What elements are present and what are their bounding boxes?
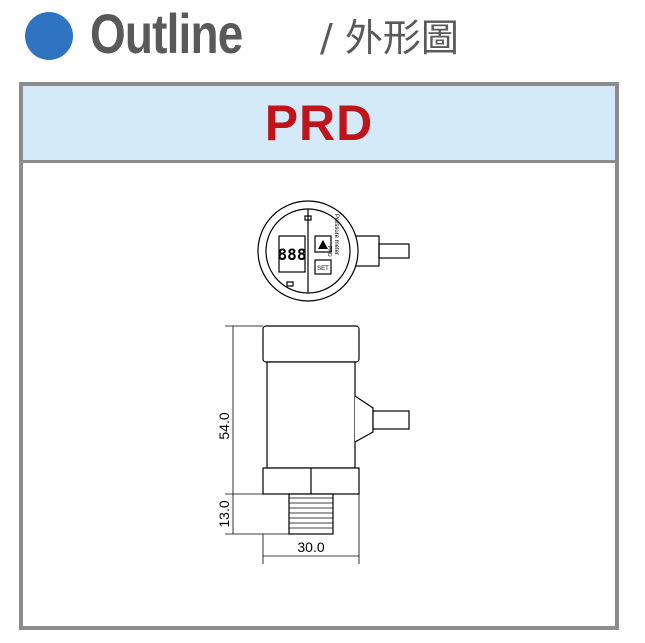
page-title: Outline <box>90 2 243 65</box>
dimension-lines <box>225 325 360 564</box>
set-button-label: SET <box>317 266 329 272</box>
cable-side <box>372 410 410 430</box>
panel-title: PRD <box>264 95 374 151</box>
outline-drawing: 888 SET Pressure meter PRD <box>216 200 410 564</box>
dimension-thread: 13.0 <box>216 500 232 527</box>
page-subtitle: / 外形圖 <box>320 16 459 60</box>
side-view <box>262 325 410 535</box>
thread <box>288 493 334 535</box>
dimension-height: 54.0 <box>216 412 232 439</box>
model-label: PRD <box>326 246 332 257</box>
cable-gland-side <box>354 395 374 443</box>
top-cap <box>262 325 360 363</box>
led-bottom <box>286 281 294 287</box>
panel-header: PRD <box>23 86 615 163</box>
page-header: Outline / 外形圖 <box>0 0 645 72</box>
body <box>266 361 356 469</box>
dimension-width: 30.0 <box>297 539 324 555</box>
up-arrow-button <box>314 235 332 253</box>
top-view: 888 SET Pressure meter PRD <box>257 200 410 302</box>
set-button <box>314 259 332 275</box>
up-arrow-icon <box>318 240 328 249</box>
cable-top <box>378 243 410 259</box>
thread-lines <box>289 497 333 529</box>
outline-panel: PRD 888 SET Pressure meter PRD <box>19 82 619 630</box>
led-top <box>304 215 312 221</box>
device-label: Pressure meter <box>333 214 339 255</box>
display-digits: 888 <box>278 245 307 264</box>
bullet-icon <box>25 12 73 60</box>
lcd-display <box>278 235 306 273</box>
